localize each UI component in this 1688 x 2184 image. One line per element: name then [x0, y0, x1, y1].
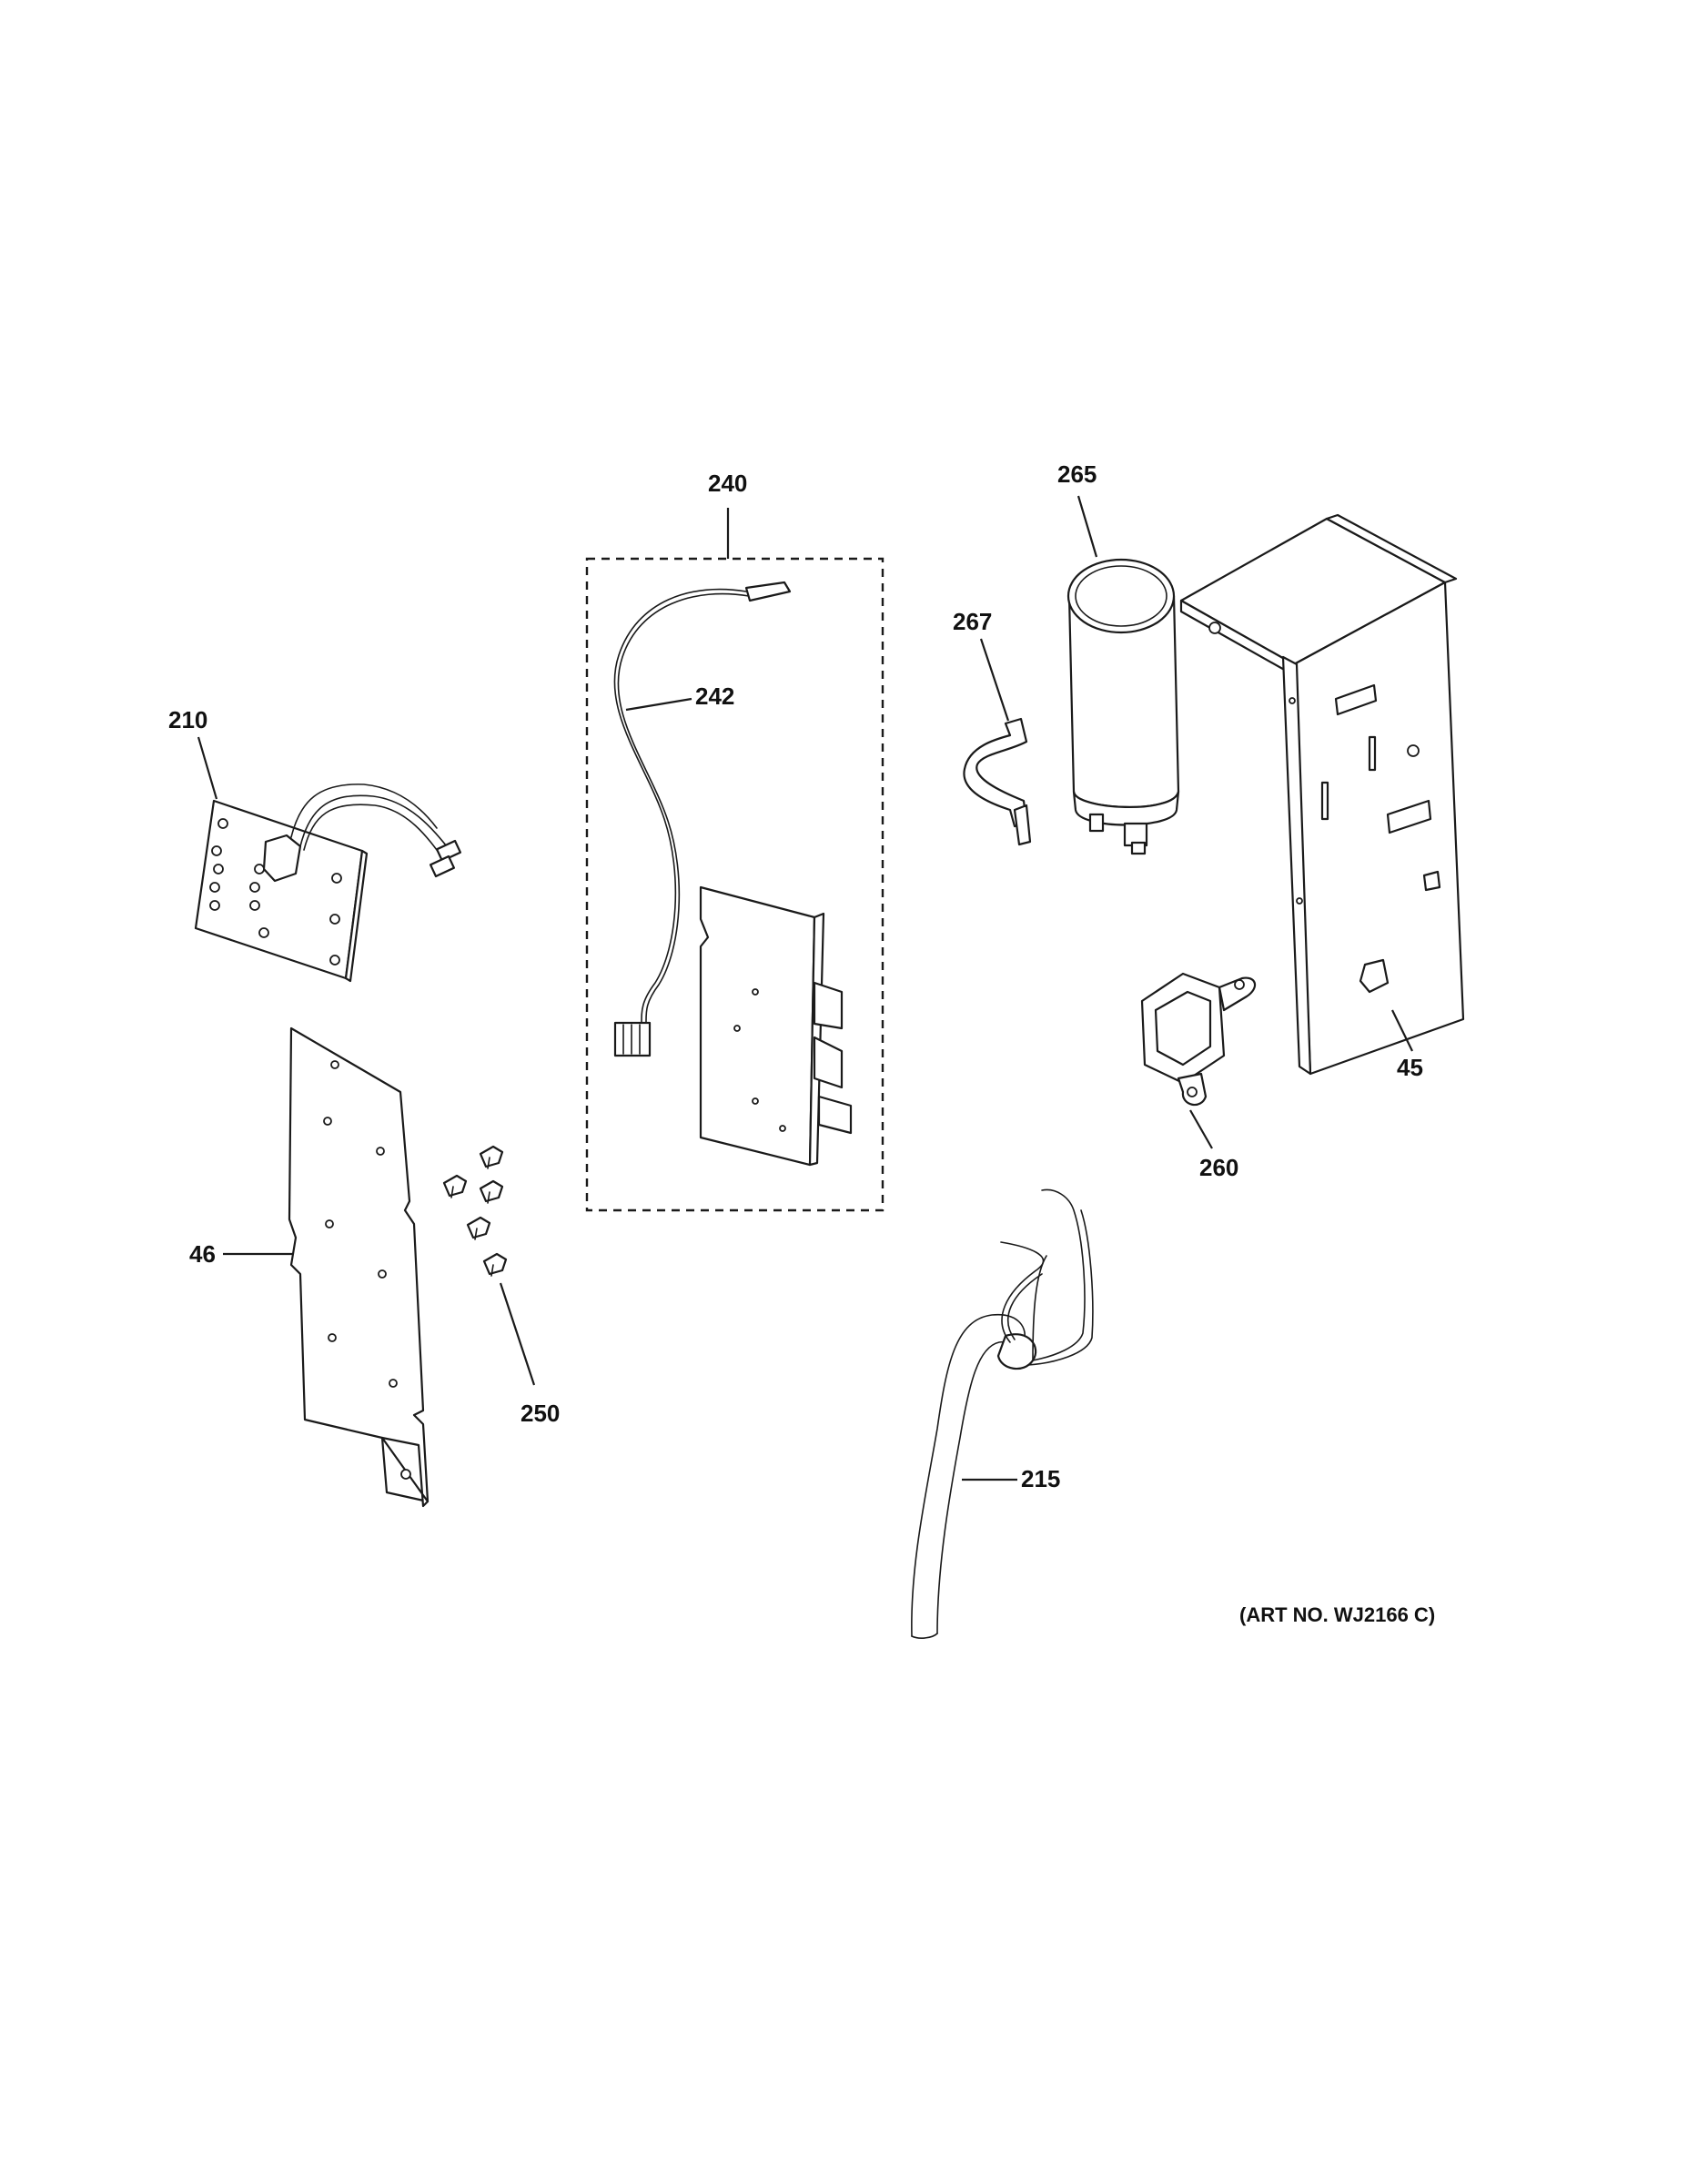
callout-210: 210: [168, 706, 207, 733]
capacitor-265: [1066, 558, 1180, 855]
callout-250: 250: [521, 1400, 560, 1427]
callout-215: 215: [1021, 1465, 1060, 1492]
callout-260: 260: [1199, 1154, 1238, 1181]
callout-242: 242: [695, 682, 734, 710]
callout-265: 265: [1057, 460, 1097, 488]
art-number-label: (ART NO. WJ2166 C): [1239, 1603, 1435, 1626]
callout-267: 267: [953, 608, 992, 635]
control-board-240: [699, 885, 853, 1167]
wire-harness-242: [613, 581, 792, 1057]
callout-46: 46: [189, 1240, 216, 1268]
clips-250: [442, 1145, 508, 1277]
cord-215: [911, 1188, 1094, 1639]
transformer-260: [1140, 972, 1257, 1107]
kit-240-dashed-box: [585, 557, 884, 1212]
callout-240: 240: [708, 470, 747, 497]
callout-45: 45: [1397, 1054, 1423, 1081]
board-210: [194, 784, 462, 983]
bracket-plate-46: [288, 1026, 430, 1508]
strap-267: [963, 717, 1032, 846]
kit-240-group: 240 242: [585, 470, 884, 1212]
box-bracket-45: [1179, 513, 1465, 1076]
